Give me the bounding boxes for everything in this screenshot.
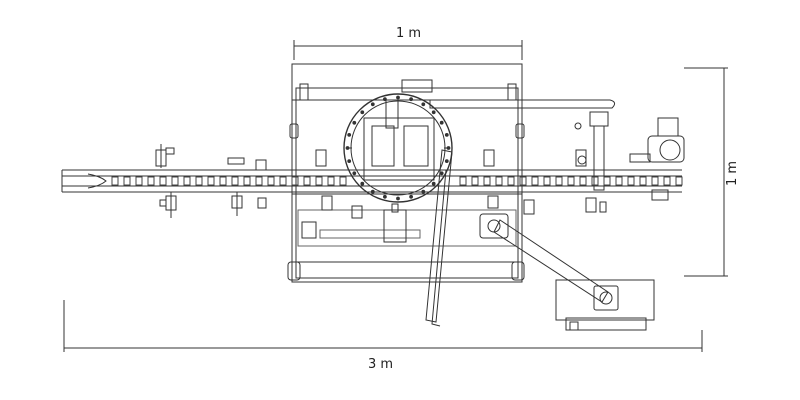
motor (629, 117, 685, 201)
machine-frame (287, 63, 525, 283)
turret (343, 93, 453, 203)
dimension-label-height: 1 m (725, 160, 740, 186)
swing-arm (479, 213, 655, 331)
support-bars (425, 149, 453, 327)
conveyor-belt (61, 169, 682, 193)
dimension-label-length: 3 m (368, 357, 394, 372)
conveyor-links (111, 176, 683, 186)
dimension-label-width: 1 m (396, 26, 422, 41)
turret-bolt-holes (345, 95, 451, 201)
guide-clamps (155, 144, 607, 219)
dimension-top-1m (293, 40, 523, 60)
center-column (383, 203, 407, 243)
top-rail (429, 99, 616, 191)
dimension-right-1m (684, 67, 728, 277)
dimension-bottom-3m (63, 300, 703, 352)
